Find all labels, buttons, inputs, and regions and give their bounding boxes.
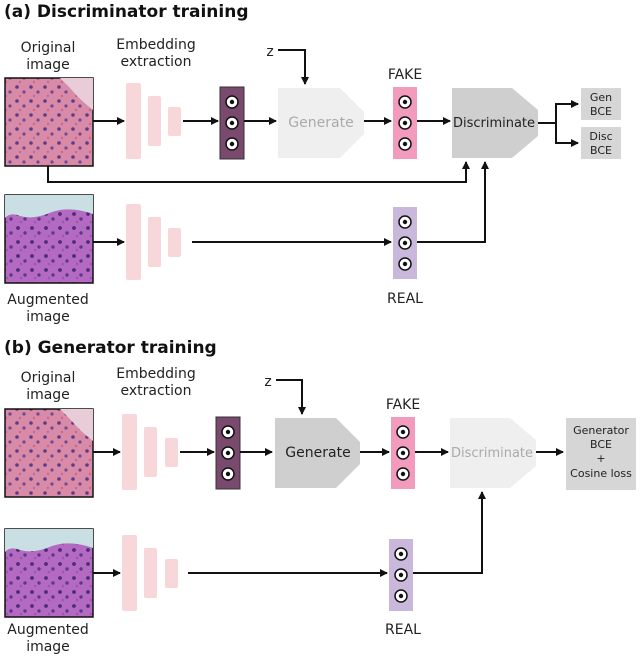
- panel-b-output-line1: Generator: [573, 424, 629, 437]
- panel-b-fake-vector: [391, 417, 415, 489]
- panel-b-fake-label: FAKE: [386, 397, 420, 413]
- panel-a-fake-label: FAKE: [388, 67, 422, 83]
- panel-b-title: (b) Generator training: [4, 338, 217, 358]
- panel-b-encoder-bottom: [122, 535, 178, 611]
- panel-b-discriminate-label: Discriminate: [451, 446, 533, 461]
- panel-b-augmented-label-line1: Augmented: [7, 622, 88, 638]
- panel-a-augmented-label-line1: Augmented: [7, 292, 88, 308]
- panel-b-discriminate-block: Discriminate: [450, 418, 536, 488]
- panel-a-noise-label: z: [266, 44, 273, 60]
- panel-a-output-gen-line1: Gen: [590, 91, 612, 104]
- panel-a-embedding-label-line1: Embedding: [116, 37, 195, 53]
- panel-a-real-label: REAL: [387, 291, 423, 307]
- panel-a-generate-block: Generate: [278, 88, 364, 158]
- panel-a-augmented-image: [4, 194, 94, 284]
- panel-a-discriminate-block: Discriminate: [452, 88, 538, 158]
- panel-b-embedding-label-line1: Embedding: [116, 366, 195, 382]
- panel-b-output-line4: Cosine loss: [570, 467, 632, 480]
- panel-b-original-label-line2: image: [26, 387, 70, 403]
- panel-b-original-image: [4, 408, 94, 498]
- panel-a-original-image: [4, 77, 94, 167]
- panel-a-output-disc-bce: Disc BCE: [581, 127, 621, 159]
- panel-b-output-line2: BCE: [590, 438, 612, 451]
- panel-b-output-generator-loss: Generator BCE + Cosine loss: [566, 418, 636, 490]
- panel-b-embedding-label-line2: extraction: [121, 383, 192, 399]
- panel-b-noise-label: z: [264, 374, 271, 390]
- panel-b-augmented-image: [4, 528, 94, 618]
- panel-b-real-label: REAL: [385, 622, 421, 638]
- panel-b-encoder-top: [122, 414, 178, 490]
- panel-b-augmented-label-line2: image: [26, 639, 70, 655]
- panel-b-embedding-vector: [215, 416, 241, 490]
- panel-b-real-vector: [389, 539, 413, 611]
- panel-a-embedding-vector: [219, 86, 245, 160]
- panel-a-original-label-line2: image: [26, 57, 70, 73]
- panel-a-embedding-label-line2: extraction: [121, 54, 192, 70]
- panel-b-output-line3: +: [596, 452, 605, 465]
- panel-a-generate-label: Generate: [288, 115, 353, 131]
- panel-b-generate-label: Generate: [285, 445, 350, 461]
- panel-a-title: (a) Discriminator training: [4, 2, 249, 22]
- panel-a-output-gen-bce: Gen BCE: [581, 88, 621, 120]
- panel-a-encoder-top: [126, 83, 181, 159]
- panel-b-original-label-line1: Original: [21, 370, 76, 386]
- panel-a-output-disc-line1: Disc: [589, 130, 612, 143]
- panel-b-generate-block: Generate: [275, 418, 360, 488]
- panel-a-encoder-bottom: [126, 204, 181, 280]
- panel-a-augmented-label-line2: image: [26, 309, 70, 325]
- panel-a-original-label-line1: Original: [21, 40, 76, 56]
- panel-a-output-gen-line2: BCE: [590, 105, 612, 118]
- panel-a: (a) Discriminator training Original imag…: [4, 2, 621, 325]
- panel-a-fake-vector: [393, 87, 417, 159]
- panel-a-output-disc-line2: BCE: [590, 144, 612, 157]
- panel-b: (b) Generator training Original image Em…: [4, 338, 636, 655]
- panel-a-real-vector: [393, 207, 417, 279]
- panel-a-discriminate-label: Discriminate: [453, 116, 535, 131]
